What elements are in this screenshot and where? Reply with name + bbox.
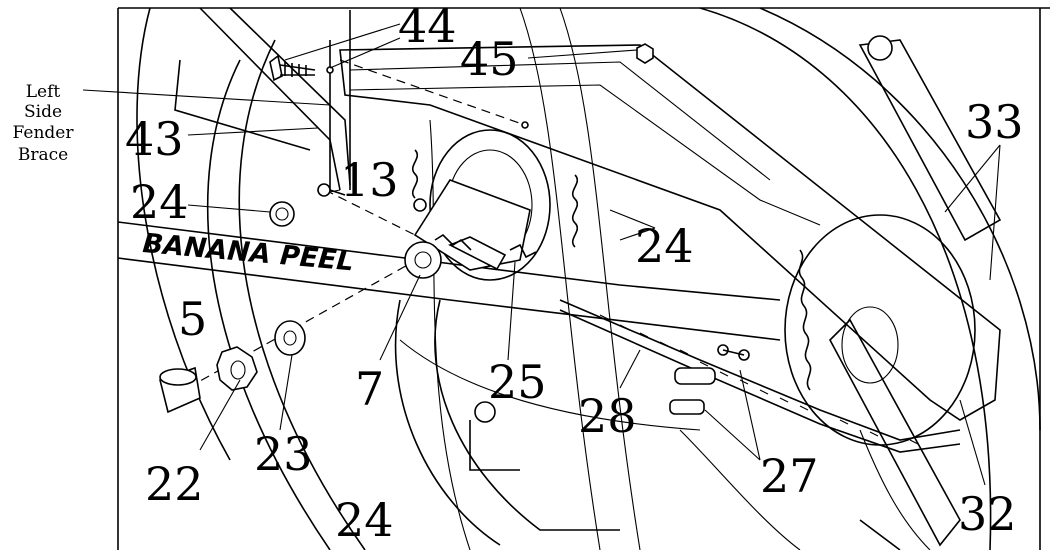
top-bolts xyxy=(269,43,654,82)
leader-lines xyxy=(82,23,1001,486)
drawing-frame xyxy=(117,7,1050,550)
callout-23: 23 xyxy=(254,427,313,481)
callout-44: 44 xyxy=(398,0,457,53)
callout-27: 27 xyxy=(760,449,819,503)
fender-brace xyxy=(174,7,351,196)
callout-22: 22 xyxy=(145,457,204,511)
crank-arm xyxy=(829,35,1002,551)
exploded-hardware xyxy=(159,183,442,414)
callout-25: 25 xyxy=(488,355,547,409)
kickstand xyxy=(394,299,620,546)
side-label-line-3: Fender xyxy=(13,123,75,143)
rear-wheel xyxy=(136,7,1041,551)
side-label: Left Side Fender Brace xyxy=(13,82,75,165)
callout-24-bottom: 24 xyxy=(335,493,394,547)
callout-28: 28 xyxy=(578,389,637,443)
callout-45: 45 xyxy=(460,32,519,86)
callout-5: 5 xyxy=(178,292,207,346)
chain-stay xyxy=(117,221,781,341)
callout-32: 32 xyxy=(958,487,1017,541)
side-label-line-2: Side xyxy=(24,102,62,122)
callout-24-left: 24 xyxy=(130,175,189,229)
decal-text: BANANA PEEL xyxy=(141,228,355,277)
callout-7: 7 xyxy=(355,362,384,416)
side-label-line-1: Left xyxy=(26,82,61,102)
callout-43: 43 xyxy=(125,112,184,166)
callout-33: 33 xyxy=(965,95,1024,149)
chain-guard xyxy=(339,44,1001,421)
callout-numbers: 44 45 43 33 13 24 24 5 7 25 28 23 22 27 … xyxy=(125,0,1024,547)
bicycle-chain xyxy=(559,299,961,453)
callout-13: 13 xyxy=(340,153,399,207)
master-link xyxy=(669,344,750,415)
chain-tensioner xyxy=(413,179,537,271)
callout-24-center: 24 xyxy=(635,219,694,273)
side-label-line-4: Brace xyxy=(18,145,68,165)
